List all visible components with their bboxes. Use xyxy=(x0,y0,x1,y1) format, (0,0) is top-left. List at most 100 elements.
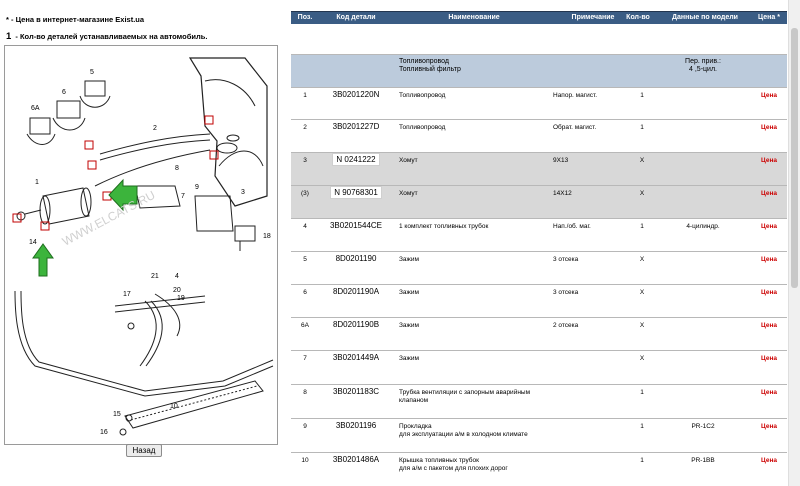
table-row: 5 8D0201190 Зажим 3 отсека X Цена xyxy=(291,252,787,285)
row-price-link[interactable]: Цена xyxy=(761,289,777,296)
row-part-code[interactable]: 3B0201544CE xyxy=(329,221,383,230)
row-quantity: X xyxy=(639,157,645,164)
parts-table-pane: Поз. Код детали Наименование Примечание … xyxy=(291,0,800,486)
header-pos[interactable]: Поз. xyxy=(297,14,313,21)
row-model-data: PR-1BB xyxy=(691,457,715,464)
quantity-legend-text: - Кол-во деталей устанавливаемых на авто… xyxy=(15,32,208,41)
row-note: Напор. магист. xyxy=(553,92,598,99)
row-price-link[interactable]: Цена xyxy=(761,355,777,362)
row-price-link[interactable]: Цена xyxy=(761,423,777,430)
callout-19: 19 xyxy=(177,295,185,302)
row-name-cell: 1 комплект топливных трубок xyxy=(399,223,549,231)
row-name-cell: Хомут xyxy=(399,190,549,198)
row-price-link[interactable]: Цена xyxy=(761,322,777,329)
table-spacer-row xyxy=(291,24,787,55)
row-price-link[interactable]: Цена xyxy=(761,92,777,99)
row-price-link[interactable]: Цена xyxy=(761,389,777,396)
row-quantity: X xyxy=(639,289,645,296)
row-part-code[interactable]: 8D0201190A xyxy=(332,287,380,296)
header-price[interactable]: Цена * xyxy=(758,14,780,21)
scrollbar-thumb[interactable] xyxy=(791,28,798,288)
row-quantity: X xyxy=(639,322,645,329)
callout-4: 4 xyxy=(175,273,179,280)
row-name: Топливопровод xyxy=(399,124,446,131)
row-name-cell: Хомут xyxy=(399,157,549,165)
row-note: 3 отсека xyxy=(553,256,579,263)
row-position: 6A xyxy=(301,322,309,329)
row-position: 2 xyxy=(303,124,307,131)
row-part-code-cell: 8D0201190B xyxy=(319,321,393,329)
row-name: 1 комплект топливных трубок xyxy=(399,223,489,230)
row-name: Трубка вентиляции с запорным аварийным xyxy=(399,389,531,396)
callout-15: 15 xyxy=(113,411,121,418)
group-name: Топливопровод Топливный фильтр xyxy=(399,58,549,74)
row-name-cell: Зажим xyxy=(399,289,549,297)
row-note: 9X13 xyxy=(553,157,569,164)
row-price-link[interactable]: Цена xyxy=(761,124,777,131)
row-price-link[interactable]: Цена xyxy=(761,457,777,464)
parts-table-header: Поз. Код детали Наименование Примечание … xyxy=(291,11,787,24)
row-position: 10 xyxy=(301,457,309,464)
callout-18: 18 xyxy=(263,233,271,240)
row-name-cell: Топливопровод xyxy=(399,92,549,100)
header-model[interactable]: Данные по модели xyxy=(672,14,738,21)
row-part-code[interactable]: 3B0201227D xyxy=(332,122,380,131)
row-part-code-cell: N 90768301 xyxy=(319,186,393,199)
row-part-code[interactable]: 8D0201190 xyxy=(335,254,377,263)
row-name: Зажим xyxy=(399,256,419,263)
row-part-code[interactable]: 8D0201190B xyxy=(332,320,380,329)
row-name-line2: для эксплуатации а/м в холодном климате xyxy=(399,431,528,438)
row-position: 8 xyxy=(303,389,307,396)
row-model-data: PR-1C2 xyxy=(691,423,715,430)
row-name-cell: Зажим xyxy=(399,322,549,330)
price-legend: * - Цена в интернет-магазине Exist.ua xyxy=(6,15,145,24)
row-name: Крышка топливных трубок xyxy=(399,457,479,464)
row-price-link[interactable]: Цена xyxy=(761,256,777,263)
group-model-line1: Пер. прив.: xyxy=(685,58,721,65)
row-model-data: 4-цилиндр. xyxy=(686,223,720,230)
quantity-legend: 1 - Кол-во деталей устанавливаемых на ав… xyxy=(6,31,207,42)
row-position: 5 xyxy=(303,256,307,263)
row-price-link[interactable]: Цена xyxy=(761,190,777,197)
row-quantity: X xyxy=(639,355,645,362)
row-part-code[interactable]: 3B0201449A xyxy=(332,353,380,362)
row-name: Зажим xyxy=(399,322,419,329)
row-position: 1 xyxy=(303,92,307,99)
row-part-code-cell: 3B0201544CE xyxy=(319,222,393,230)
vertical-scrollbar[interactable] xyxy=(788,0,800,486)
row-position: 9 xyxy=(303,423,307,430)
row-quantity: X xyxy=(639,256,645,263)
row-price-link[interactable]: Цена xyxy=(761,223,777,230)
row-quantity: 1 xyxy=(640,389,644,396)
row-part-code[interactable]: 3B0201196 xyxy=(335,421,377,430)
row-name-cell: Топливопровод xyxy=(399,124,549,132)
header-note[interactable]: Примечание xyxy=(571,14,615,21)
row-part-code[interactable]: 3B0201486A xyxy=(332,455,380,464)
callout-6: 6 xyxy=(62,89,66,96)
row-part-code-cell: 3B0201220N xyxy=(319,91,393,99)
row-name-line2: для а/м с пакетом для плохих дорог xyxy=(399,465,508,472)
row-name-cell: Зажим xyxy=(399,256,549,264)
row-part-code[interactable]: 3B0201220N xyxy=(332,90,380,99)
row-quantity: 1 xyxy=(640,124,644,131)
group-model: Пер. прив.: 4 ,5-цил. xyxy=(653,58,753,74)
callout-5: 5 xyxy=(90,69,94,76)
row-price-link[interactable]: Цена xyxy=(761,157,777,164)
row-part-code[interactable]: 3B0201183C xyxy=(332,387,380,396)
row-part-code[interactable]: N 0241222 xyxy=(332,153,380,166)
header-qty[interactable]: Кол-во xyxy=(626,14,650,21)
row-part-code-cell: N 0241222 xyxy=(319,153,393,166)
parts-diagram: WWW.ELCATS.RU 5 6 6A 2 8 7 3 9 18 1 14 2… xyxy=(4,45,278,445)
row-part-code[interactable]: N 90768301 xyxy=(330,186,382,199)
table-row: 8 3B0201183C Трубка вентиляции с запорным … xyxy=(291,385,787,419)
header-code[interactable]: Код детали xyxy=(336,14,376,21)
back-button[interactable]: Назад xyxy=(126,444,162,457)
header-name[interactable]: Наименование xyxy=(448,14,500,21)
callout-14: 14 xyxy=(29,239,37,246)
